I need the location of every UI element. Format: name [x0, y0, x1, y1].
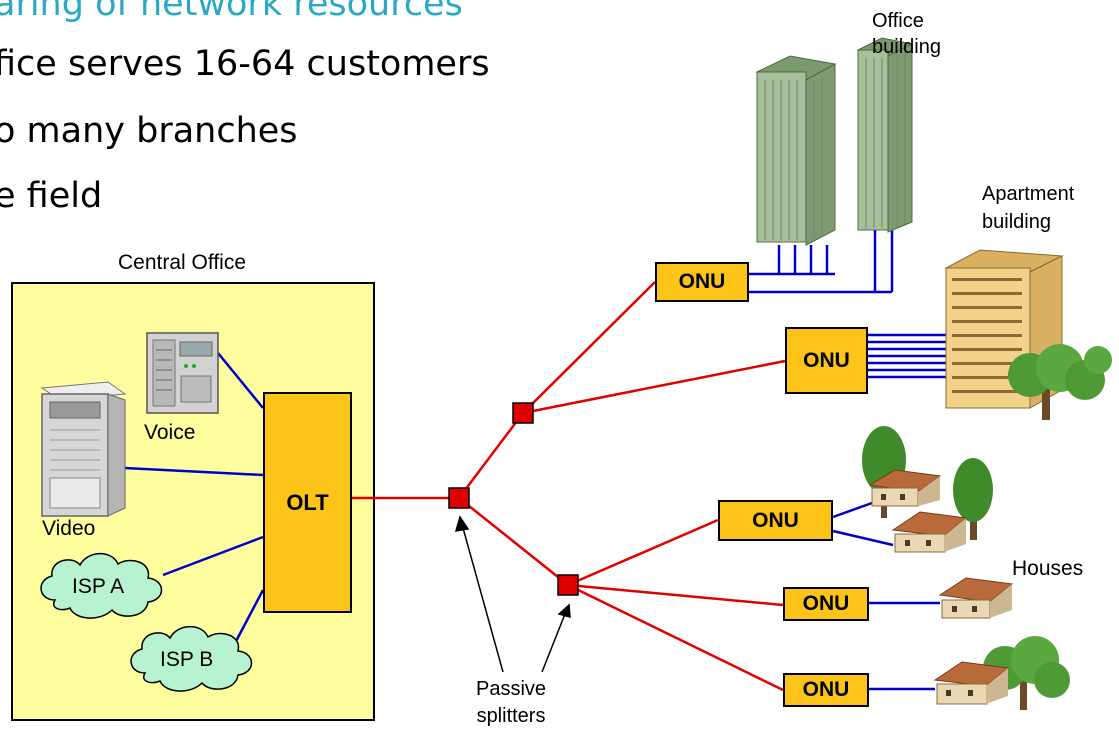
- onu-house-3: ONU: [783, 673, 869, 707]
- house-tree-middle-icon: [891, 458, 993, 553]
- onu-label: ONU: [802, 592, 850, 615]
- olt-box: OLT: [263, 392, 352, 613]
- splitter-lower: [557, 574, 579, 596]
- house-tree-bottom-icon: [933, 636, 1070, 710]
- splitter-upper: [512, 402, 534, 424]
- house-icon: [938, 577, 1014, 619]
- splitter-arrows: [454, 515, 571, 673]
- apartment-building-label: Apartment building: [982, 183, 1075, 233]
- onu-label: ONU: [803, 348, 850, 372]
- isp-a-cloud-icon: [40, 552, 163, 619]
- office-building-icon: [755, 37, 914, 246]
- voice-label: Voice: [144, 421, 196, 444]
- onu-apartment: ONU: [785, 327, 868, 394]
- onu-house-2: ONU: [783, 587, 869, 621]
- splitter-main: [448, 487, 470, 509]
- onu-label: ONU: [678, 270, 726, 293]
- fiber-links: [352, 281, 786, 692]
- onu-label: ONU: [752, 508, 799, 532]
- customer-copper-links: [749, 230, 948, 691]
- video-label: Video: [42, 517, 96, 540]
- co-copper-links: [124, 352, 265, 646]
- onu-office: ONU: [655, 262, 749, 302]
- isp-b-label: ISP B: [160, 648, 214, 671]
- isp-a-label: ISP A: [72, 575, 125, 598]
- onu-label: ONU: [802, 678, 850, 701]
- bullet-branches: o many branches: [0, 111, 298, 151]
- houses-label: Houses: [1012, 557, 1084, 580]
- bullet-customers: fice serves 16-64 customers: [0, 44, 490, 84]
- bullet-resource-sharing: aring of network resources: [0, 0, 463, 24]
- passive-splitters-label: Passive splitters: [476, 678, 547, 727]
- central-office-label: Central Office: [118, 251, 246, 274]
- onu-house-1: ONU: [718, 500, 833, 541]
- olt-label: OLT: [286, 489, 329, 515]
- video-server-icon: [40, 381, 127, 517]
- office-building-label: Office building: [872, 10, 941, 58]
- bullet-field: e field: [0, 176, 103, 216]
- voice-server-icon: [146, 332, 219, 414]
- house-tree-top-icon: [862, 426, 942, 518]
- tree-icon: [1008, 344, 1112, 420]
- isp-b-cloud-icon: [130, 625, 253, 692]
